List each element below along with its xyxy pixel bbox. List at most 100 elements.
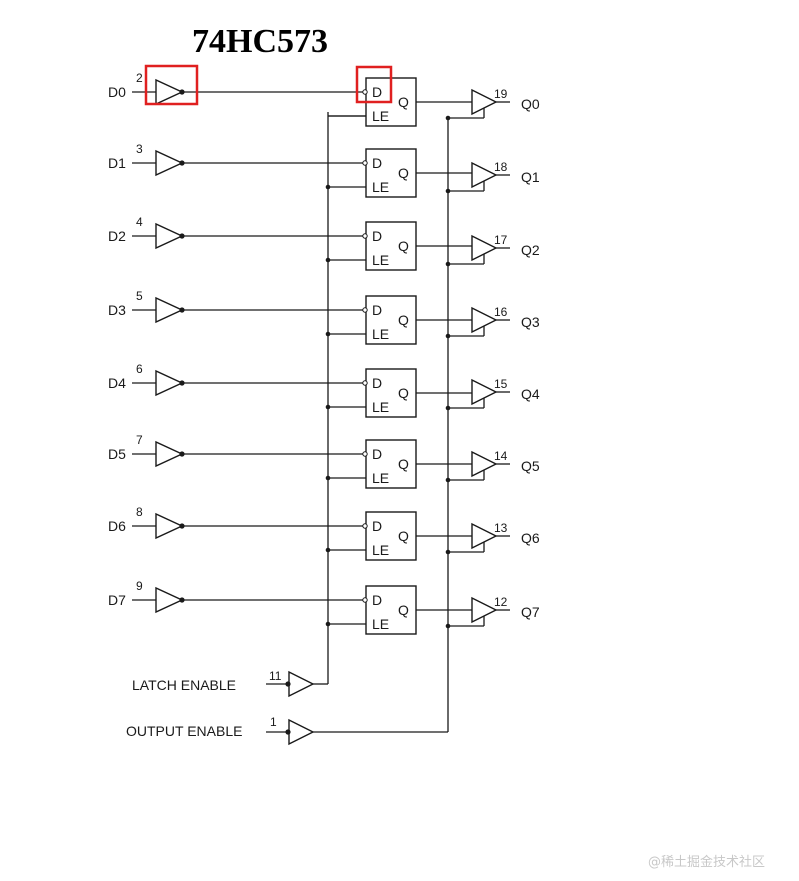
q-pin-label: Q bbox=[398, 456, 409, 472]
le-pin-label: LE bbox=[372, 252, 389, 268]
input-buffer bbox=[155, 586, 184, 614]
d-input-bubble bbox=[362, 160, 368, 166]
d-pin-label: D bbox=[372, 228, 382, 244]
input-label: D2 bbox=[108, 228, 126, 244]
input-buffer bbox=[155, 512, 184, 540]
le-pin-label: LE bbox=[372, 399, 389, 415]
d-pin-label: D bbox=[372, 518, 382, 534]
d-pin-label: D bbox=[372, 375, 382, 391]
output-enable-input-dot bbox=[285, 729, 291, 735]
output-label: Q2 bbox=[521, 242, 540, 258]
latch-enable-pin: 11 bbox=[269, 669, 282, 683]
input-buffer bbox=[155, 149, 184, 177]
q-pin-label: Q bbox=[398, 94, 409, 110]
highlight-boxes bbox=[144, 64, 393, 106]
d-latch bbox=[365, 439, 417, 489]
q-pin-label: Q bbox=[398, 528, 409, 544]
output-pin: 17 bbox=[494, 233, 508, 247]
d-input-bubble bbox=[362, 233, 368, 239]
input-buffer bbox=[155, 222, 184, 250]
output-pin: 19 bbox=[494, 87, 508, 101]
d-pin-label: D bbox=[372, 302, 382, 318]
input-label: D7 bbox=[108, 592, 126, 608]
q-pin-label: Q bbox=[398, 385, 409, 401]
latch-enable-buffer bbox=[288, 670, 315, 698]
d-input-highlight bbox=[355, 65, 393, 104]
le-pin-label: LE bbox=[372, 616, 389, 632]
input-buffer bbox=[155, 296, 184, 324]
output-label: Q1 bbox=[521, 169, 540, 185]
output-pin: 12 bbox=[494, 595, 508, 609]
chip-title: 74HC573 bbox=[192, 23, 328, 60]
control-section: LATCH ENABLE 11 OUTPUT ENABLE 1 bbox=[126, 112, 449, 746]
d-input-bubble bbox=[362, 523, 368, 529]
output-label: Q7 bbox=[521, 604, 540, 620]
input-label: D6 bbox=[108, 518, 126, 534]
input-pin: 9 bbox=[136, 579, 143, 593]
d-input-bubble bbox=[362, 380, 368, 386]
d-input-bubble bbox=[362, 597, 368, 603]
le-pin-label: LE bbox=[372, 470, 389, 486]
le-pin-label: LE bbox=[372, 108, 389, 124]
output-pin: 14 bbox=[494, 449, 508, 463]
output-label: Q5 bbox=[521, 458, 540, 474]
d-input-bubble bbox=[362, 451, 368, 457]
q-pin-label: Q bbox=[398, 238, 409, 254]
output-label: Q3 bbox=[521, 314, 540, 330]
input-label: D3 bbox=[108, 302, 126, 318]
output-enable-label: OUTPUT ENABLE bbox=[126, 723, 242, 739]
latch-enable-input-dot bbox=[285, 681, 291, 687]
output-label: Q0 bbox=[521, 96, 540, 112]
watermark: @稀土掘金技术社区 bbox=[648, 854, 765, 870]
output-pin: 13 bbox=[494, 521, 508, 535]
input-buffer bbox=[155, 78, 184, 106]
d-input-bubble bbox=[362, 307, 368, 313]
input-pin: 5 bbox=[136, 289, 143, 303]
d-pin-label: D bbox=[372, 84, 382, 100]
input-pin: 4 bbox=[136, 215, 143, 229]
d-latch bbox=[365, 148, 417, 198]
input-pin: 6 bbox=[136, 362, 143, 376]
input-buffer bbox=[155, 440, 184, 468]
q-pin-label: Q bbox=[398, 165, 409, 181]
d-latch bbox=[365, 368, 417, 418]
d-pin-label: D bbox=[372, 592, 382, 608]
d-pin-label: D bbox=[372, 155, 382, 171]
le-pin-label: LE bbox=[372, 326, 389, 342]
output-label: Q4 bbox=[521, 386, 540, 402]
le-pin-label: LE bbox=[372, 179, 389, 195]
input-label: D5 bbox=[108, 446, 126, 462]
d-pin-label: D bbox=[372, 446, 382, 462]
d-latch bbox=[365, 511, 417, 561]
output-pin: 18 bbox=[494, 160, 508, 174]
d-input-bubble bbox=[362, 89, 368, 95]
q-pin-label: Q bbox=[398, 312, 409, 328]
le-pin-label: LE bbox=[372, 542, 389, 558]
input-pin: 3 bbox=[136, 142, 143, 156]
output-pin: 15 bbox=[494, 377, 508, 391]
input-pin: 2 bbox=[136, 71, 143, 85]
output-pin: 16 bbox=[494, 305, 508, 319]
q-pin-label: Q bbox=[398, 602, 409, 618]
input-buffer-highlight bbox=[144, 64, 199, 106]
input-pin: 8 bbox=[136, 505, 143, 519]
latch-enable-label: LATCH ENABLE bbox=[132, 677, 236, 693]
input-label: D4 bbox=[108, 375, 126, 391]
input-label: D1 bbox=[108, 155, 126, 171]
input-buffer bbox=[155, 369, 184, 397]
d-latch bbox=[365, 295, 417, 345]
output-enable-pin: 1 bbox=[270, 715, 277, 729]
input-label: D0 bbox=[108, 84, 126, 100]
output-label: Q6 bbox=[521, 530, 540, 546]
input-pin: 7 bbox=[136, 433, 143, 447]
